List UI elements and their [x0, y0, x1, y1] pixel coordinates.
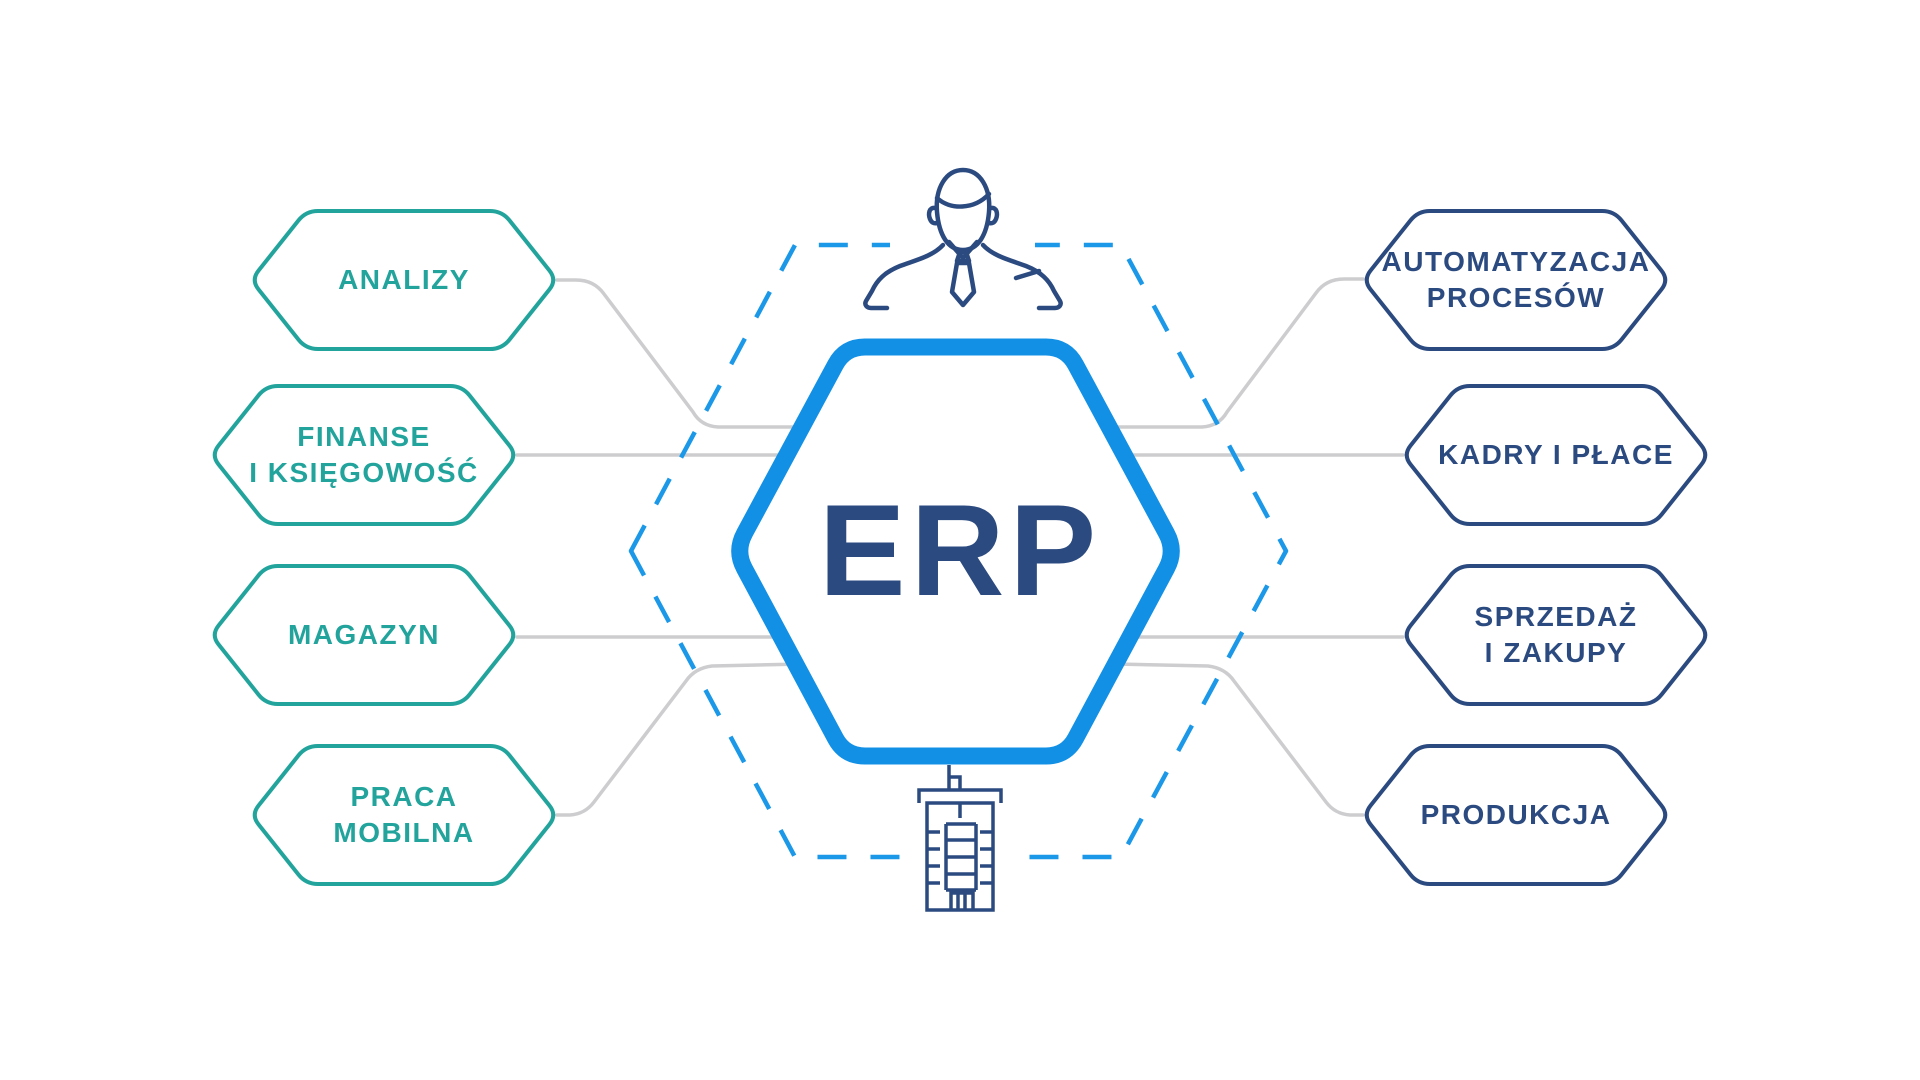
- node-label-line: KADRY I PŁACE: [1438, 439, 1674, 471]
- node-label-praca-mobilna: PRACA MOBILNA: [251, 746, 557, 884]
- node-label-magazyn: MAGAZYN: [211, 566, 517, 704]
- node-label-line: MAGAZYN: [287, 619, 441, 651]
- node-label-produkcja: PRODUKCJA: [1363, 746, 1669, 884]
- dashed-hexagon-border: [628, 242, 1289, 860]
- office-building-icon: [917, 765, 1003, 912]
- node-label-line: I KSIĘGOWOŚĆ: [249, 457, 479, 488]
- node-label-analizy: ANALIZY: [251, 211, 557, 349]
- node-label-line: ANALIZY: [338, 264, 470, 296]
- node-label-line: PRODUKCJA: [1420, 799, 1612, 831]
- node-label-kadry: KADRY I PŁACE: [1403, 386, 1709, 524]
- node-label-line: I ZAKUPY: [1484, 637, 1628, 668]
- node-label-automatyzacja: AUTOMATYZACJA PROCESÓW: [1363, 211, 1669, 349]
- node-label-line: MOBILNA: [333, 817, 475, 848]
- node-label-line: SPRZEDAŻ: [1474, 601, 1638, 633]
- node-label-line: FINANSE: [297, 421, 431, 453]
- connector-automatyzacja: [1110, 277, 1365, 429]
- node-label-finanse: FINANSE I KSIĘGOWOŚĆ: [211, 386, 517, 524]
- node-label-line: AUTOMATYZACJA: [1381, 246, 1651, 278]
- center-hexagon: [731, 338, 1180, 765]
- businessman-icon: [863, 167, 1063, 311]
- connector-analizy: [555, 278, 807, 429]
- dash-gap-top: [890, 236, 1035, 256]
- node-label-line: PROCESÓW: [1426, 282, 1606, 313]
- connector-produkcja: [1113, 662, 1365, 817]
- node-label-sprzedaz: SPRZEDAŻ I ZAKUPY: [1403, 566, 1709, 704]
- connector-praca-mobilna: [555, 662, 804, 817]
- node-label-line: PRACA: [350, 781, 458, 813]
- erp-title: ERP: [818, 477, 1102, 623]
